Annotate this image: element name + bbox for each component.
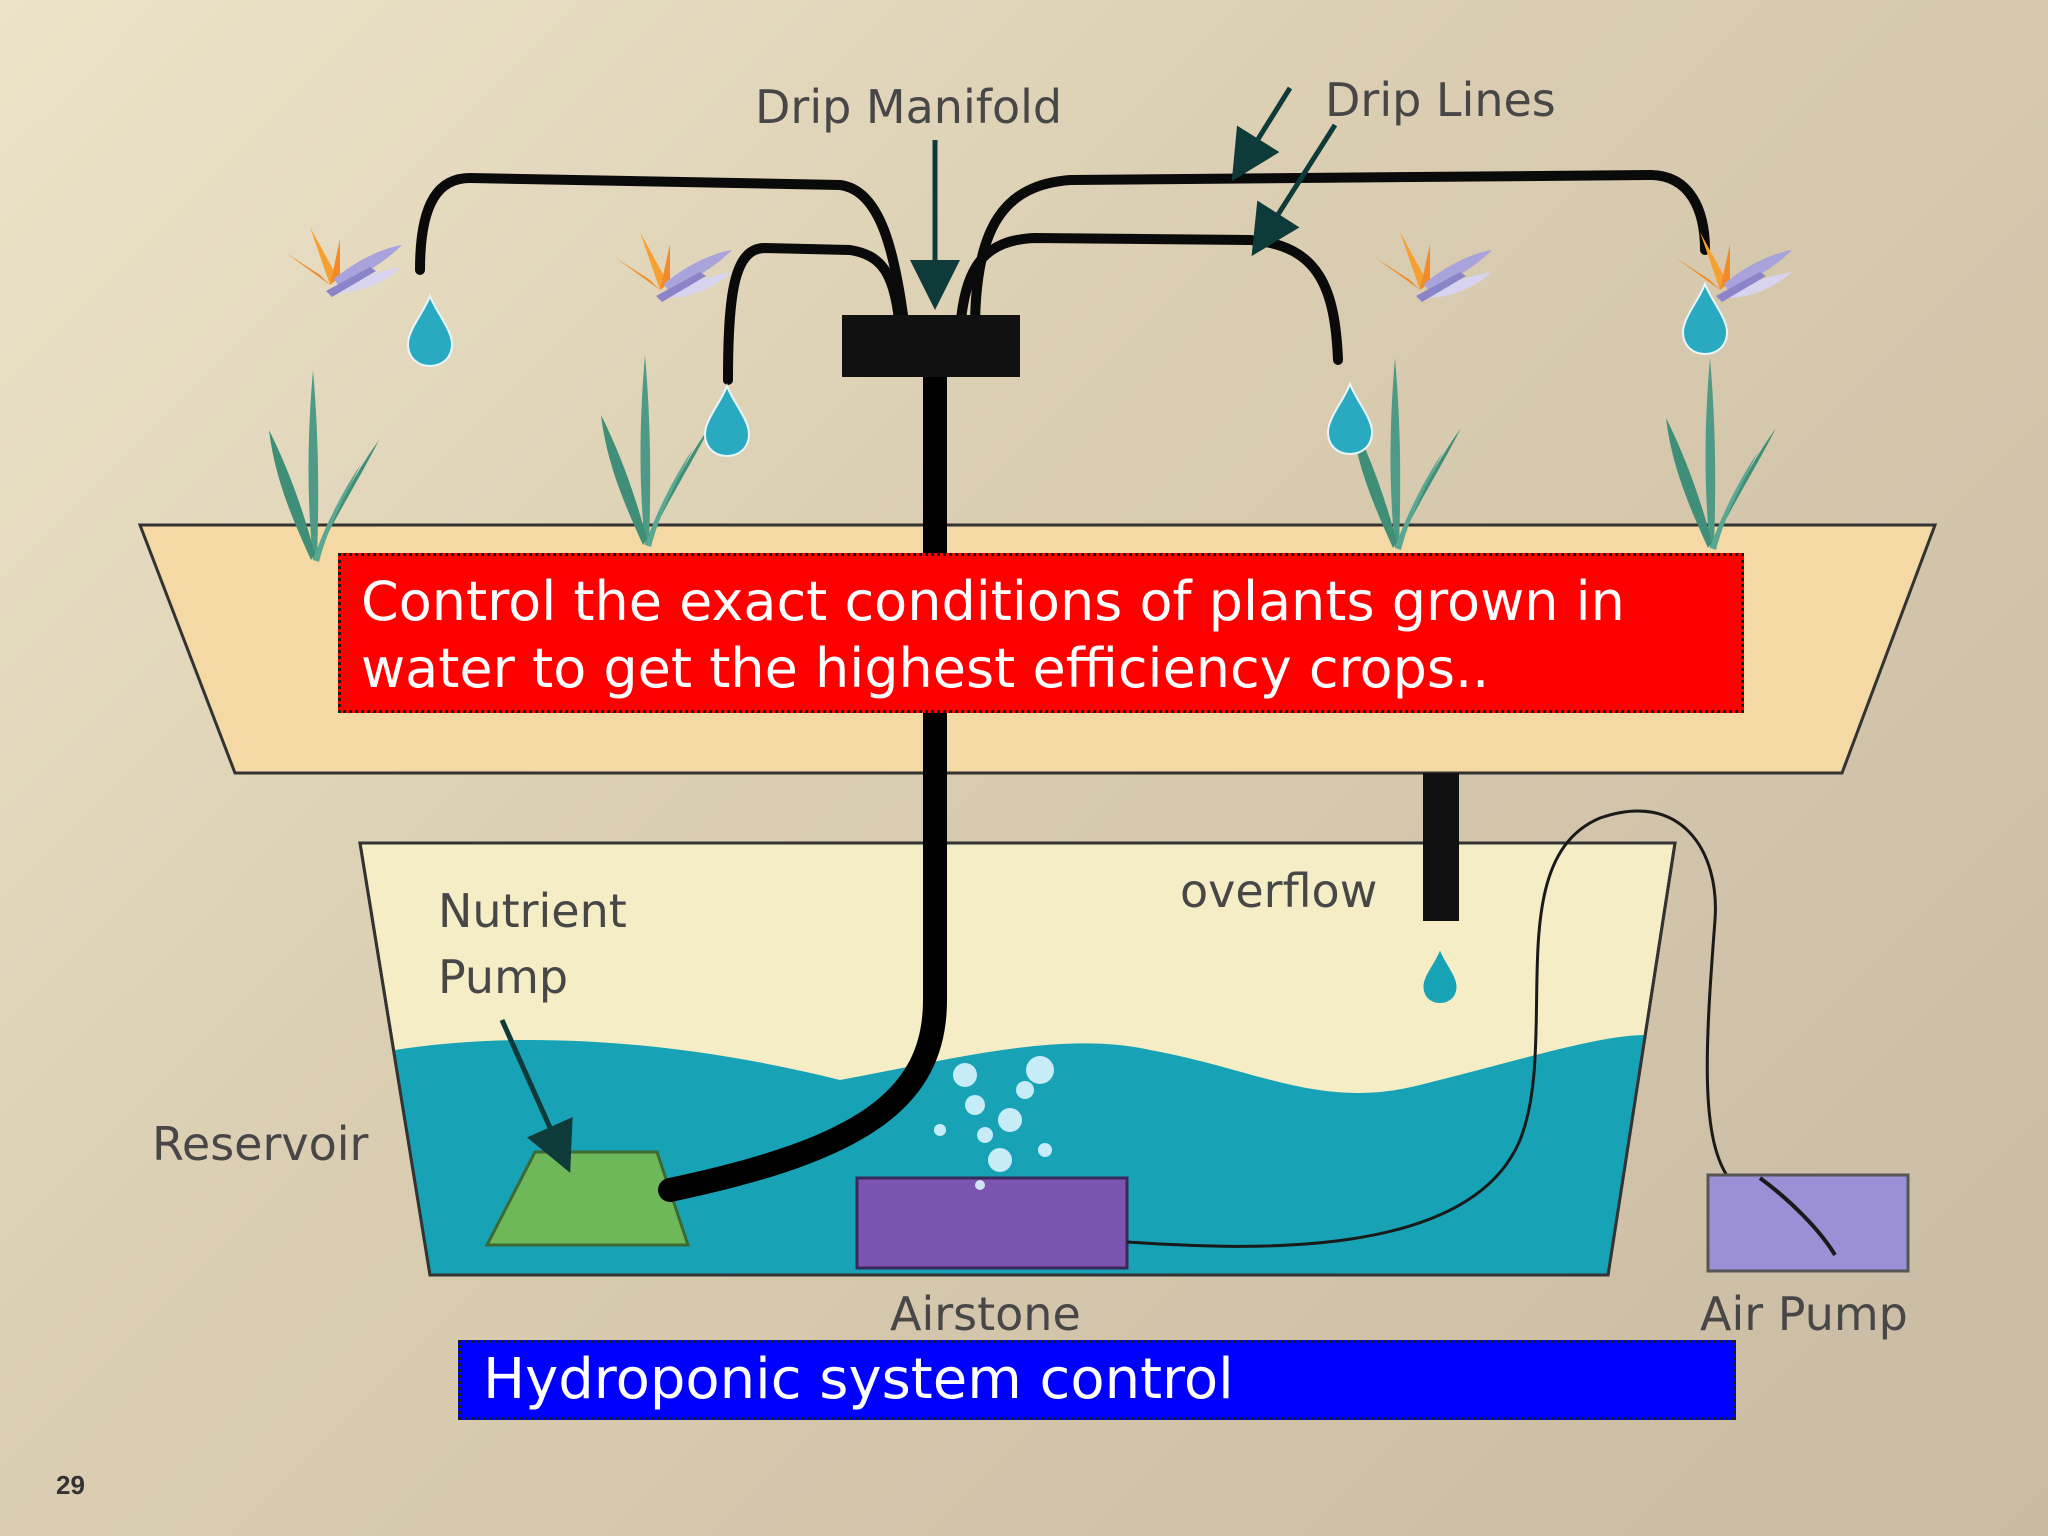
reservoir-tank: [358, 841, 1677, 1277]
drip-manifold: [842, 315, 1020, 377]
plant-icon: [269, 227, 402, 562]
slide-number: 29: [56, 1470, 85, 1500]
air-line: [1126, 809, 1836, 1257]
callout-line-2: water to get the highest efficiency crop…: [361, 637, 1490, 700]
airstone: [855, 1176, 1129, 1270]
label-drip-lines: Drip Lines: [1325, 73, 1556, 127]
label-air-pump: Air Pump: [1700, 1287, 1908, 1341]
plant-icon: [1666, 232, 1792, 550]
arrow-icon: [499, 86, 1338, 1173]
label-reservoir: Reservoir: [152, 1117, 369, 1171]
main-callout: Control the exact conditions of plants g…: [338, 553, 1744, 713]
plant-icon: [601, 232, 732, 547]
caption-text: Hydroponic system control: [483, 1347, 1234, 1412]
callout-line-1: Control the exact conditions of plants g…: [361, 570, 1625, 633]
air-bubbles: [934, 1056, 1054, 1190]
nutrient-pump: [484, 1150, 691, 1247]
supply-tube: [658, 358, 947, 1202]
reservoir-water: [395, 1035, 1645, 1275]
label-airstone: Airstone: [890, 1287, 1081, 1341]
label-pump: Pump: [438, 950, 568, 1004]
label-nutrient: Nutrient: [438, 884, 627, 938]
caption-box: Hydroponic system control: [458, 1340, 1736, 1420]
plant-icon: [1351, 232, 1492, 550]
label-overflow: overflow: [1180, 864, 1377, 918]
drip-lines: [415, 169, 1710, 385]
label-drip-manifold: Drip Manifold: [755, 80, 1062, 134]
overflow-pipe: [1423, 773, 1459, 921]
